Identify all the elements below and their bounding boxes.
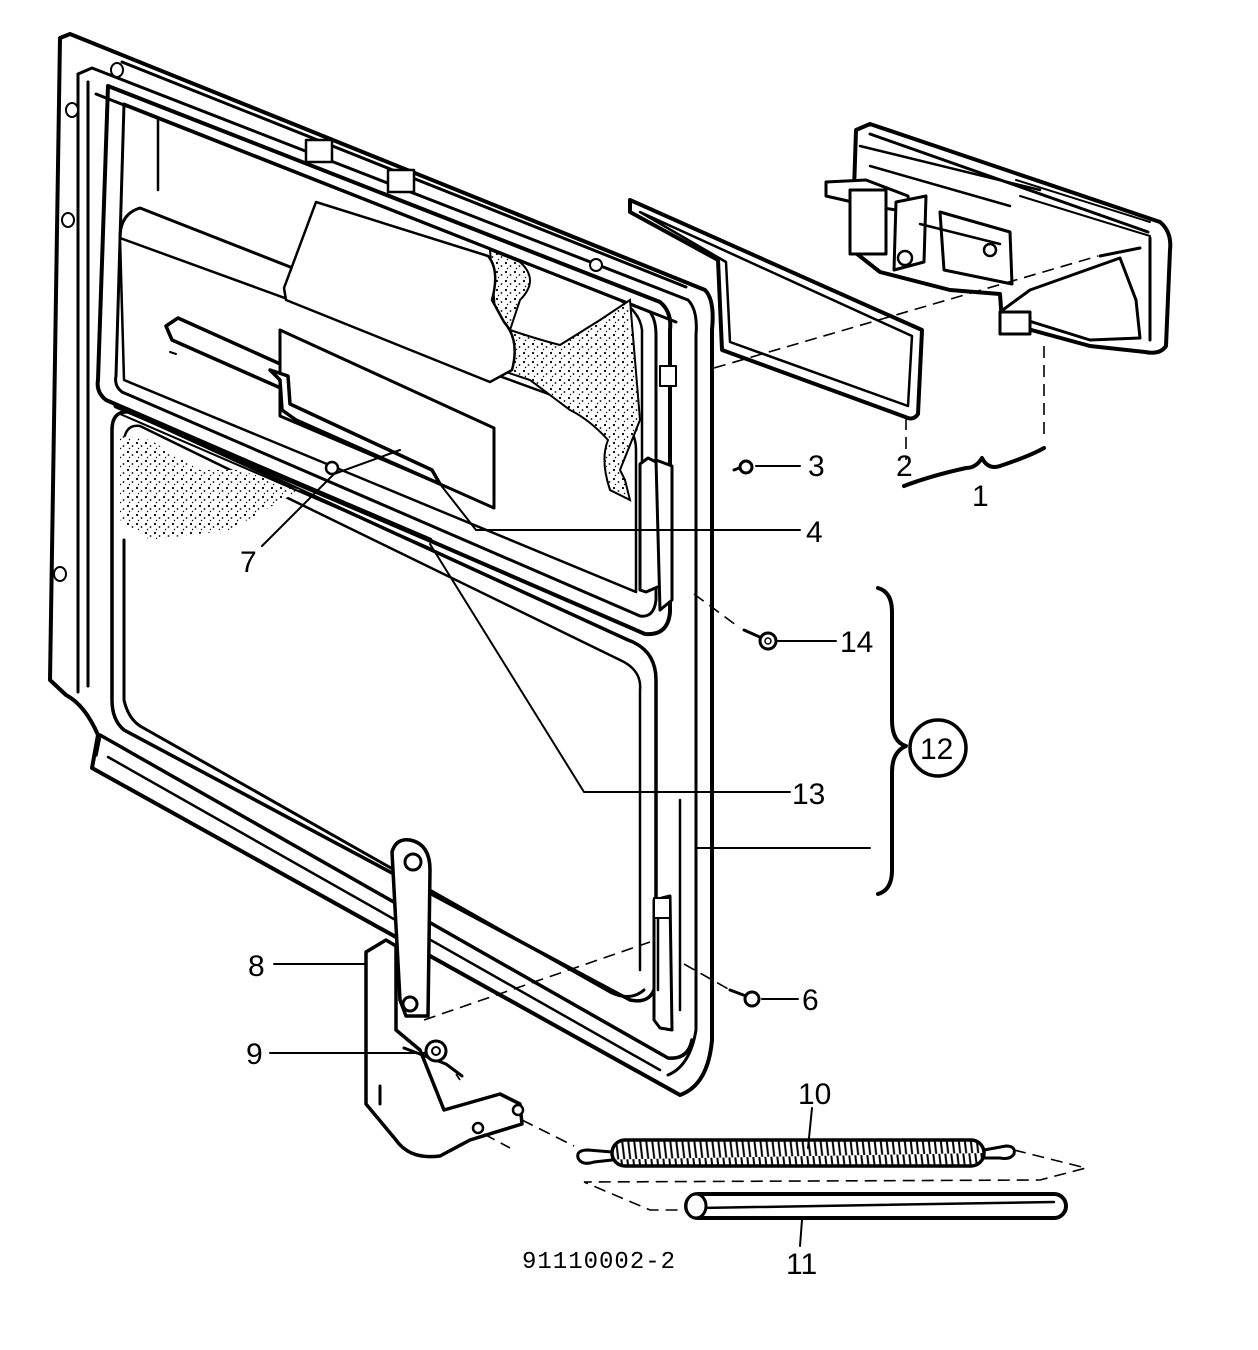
bracket-1: [902, 446, 1046, 488]
callout-1: 1: [972, 480, 989, 513]
callout-13: 13: [792, 778, 825, 811]
alignment-lines: [423, 255, 1099, 1211]
screw-14: [742, 628, 778, 651]
callout-10: 10: [798, 1078, 831, 1111]
control-latch-assembly: [824, 122, 1173, 355]
callout-7: 7: [240, 546, 257, 579]
callout-9: 9: [246, 1038, 263, 1071]
door-panel: [48, 32, 715, 1097]
spring-sleeve: [684, 1192, 1068, 1220]
latch-gasket-frame: [628, 198, 924, 421]
callout-12: 12: [920, 733, 953, 766]
callout-3: 3: [808, 450, 825, 483]
screw-6: [728, 988, 761, 1008]
callout-11: 11: [786, 1248, 817, 1281]
bracket-12: [876, 586, 908, 896]
callout-2: 2: [896, 450, 913, 483]
leader-lines: [261, 449, 871, 1247]
mounting-holes: [53, 62, 677, 919]
hinge-spring: [576, 1138, 1016, 1168]
door-hinge: [364, 838, 525, 1159]
callout-8: 8: [248, 950, 265, 983]
callout-4: 4: [806, 516, 823, 549]
callout-12-circle: [908, 718, 968, 778]
callout-6: 6: [802, 984, 819, 1017]
hinge-nut: [424, 1039, 448, 1063]
callout-14: 14: [840, 626, 873, 659]
drawing-number-caption: 91110002-2: [522, 1249, 676, 1276]
door-handle-trim: [164, 316, 496, 510]
screw-3: [732, 459, 754, 475]
